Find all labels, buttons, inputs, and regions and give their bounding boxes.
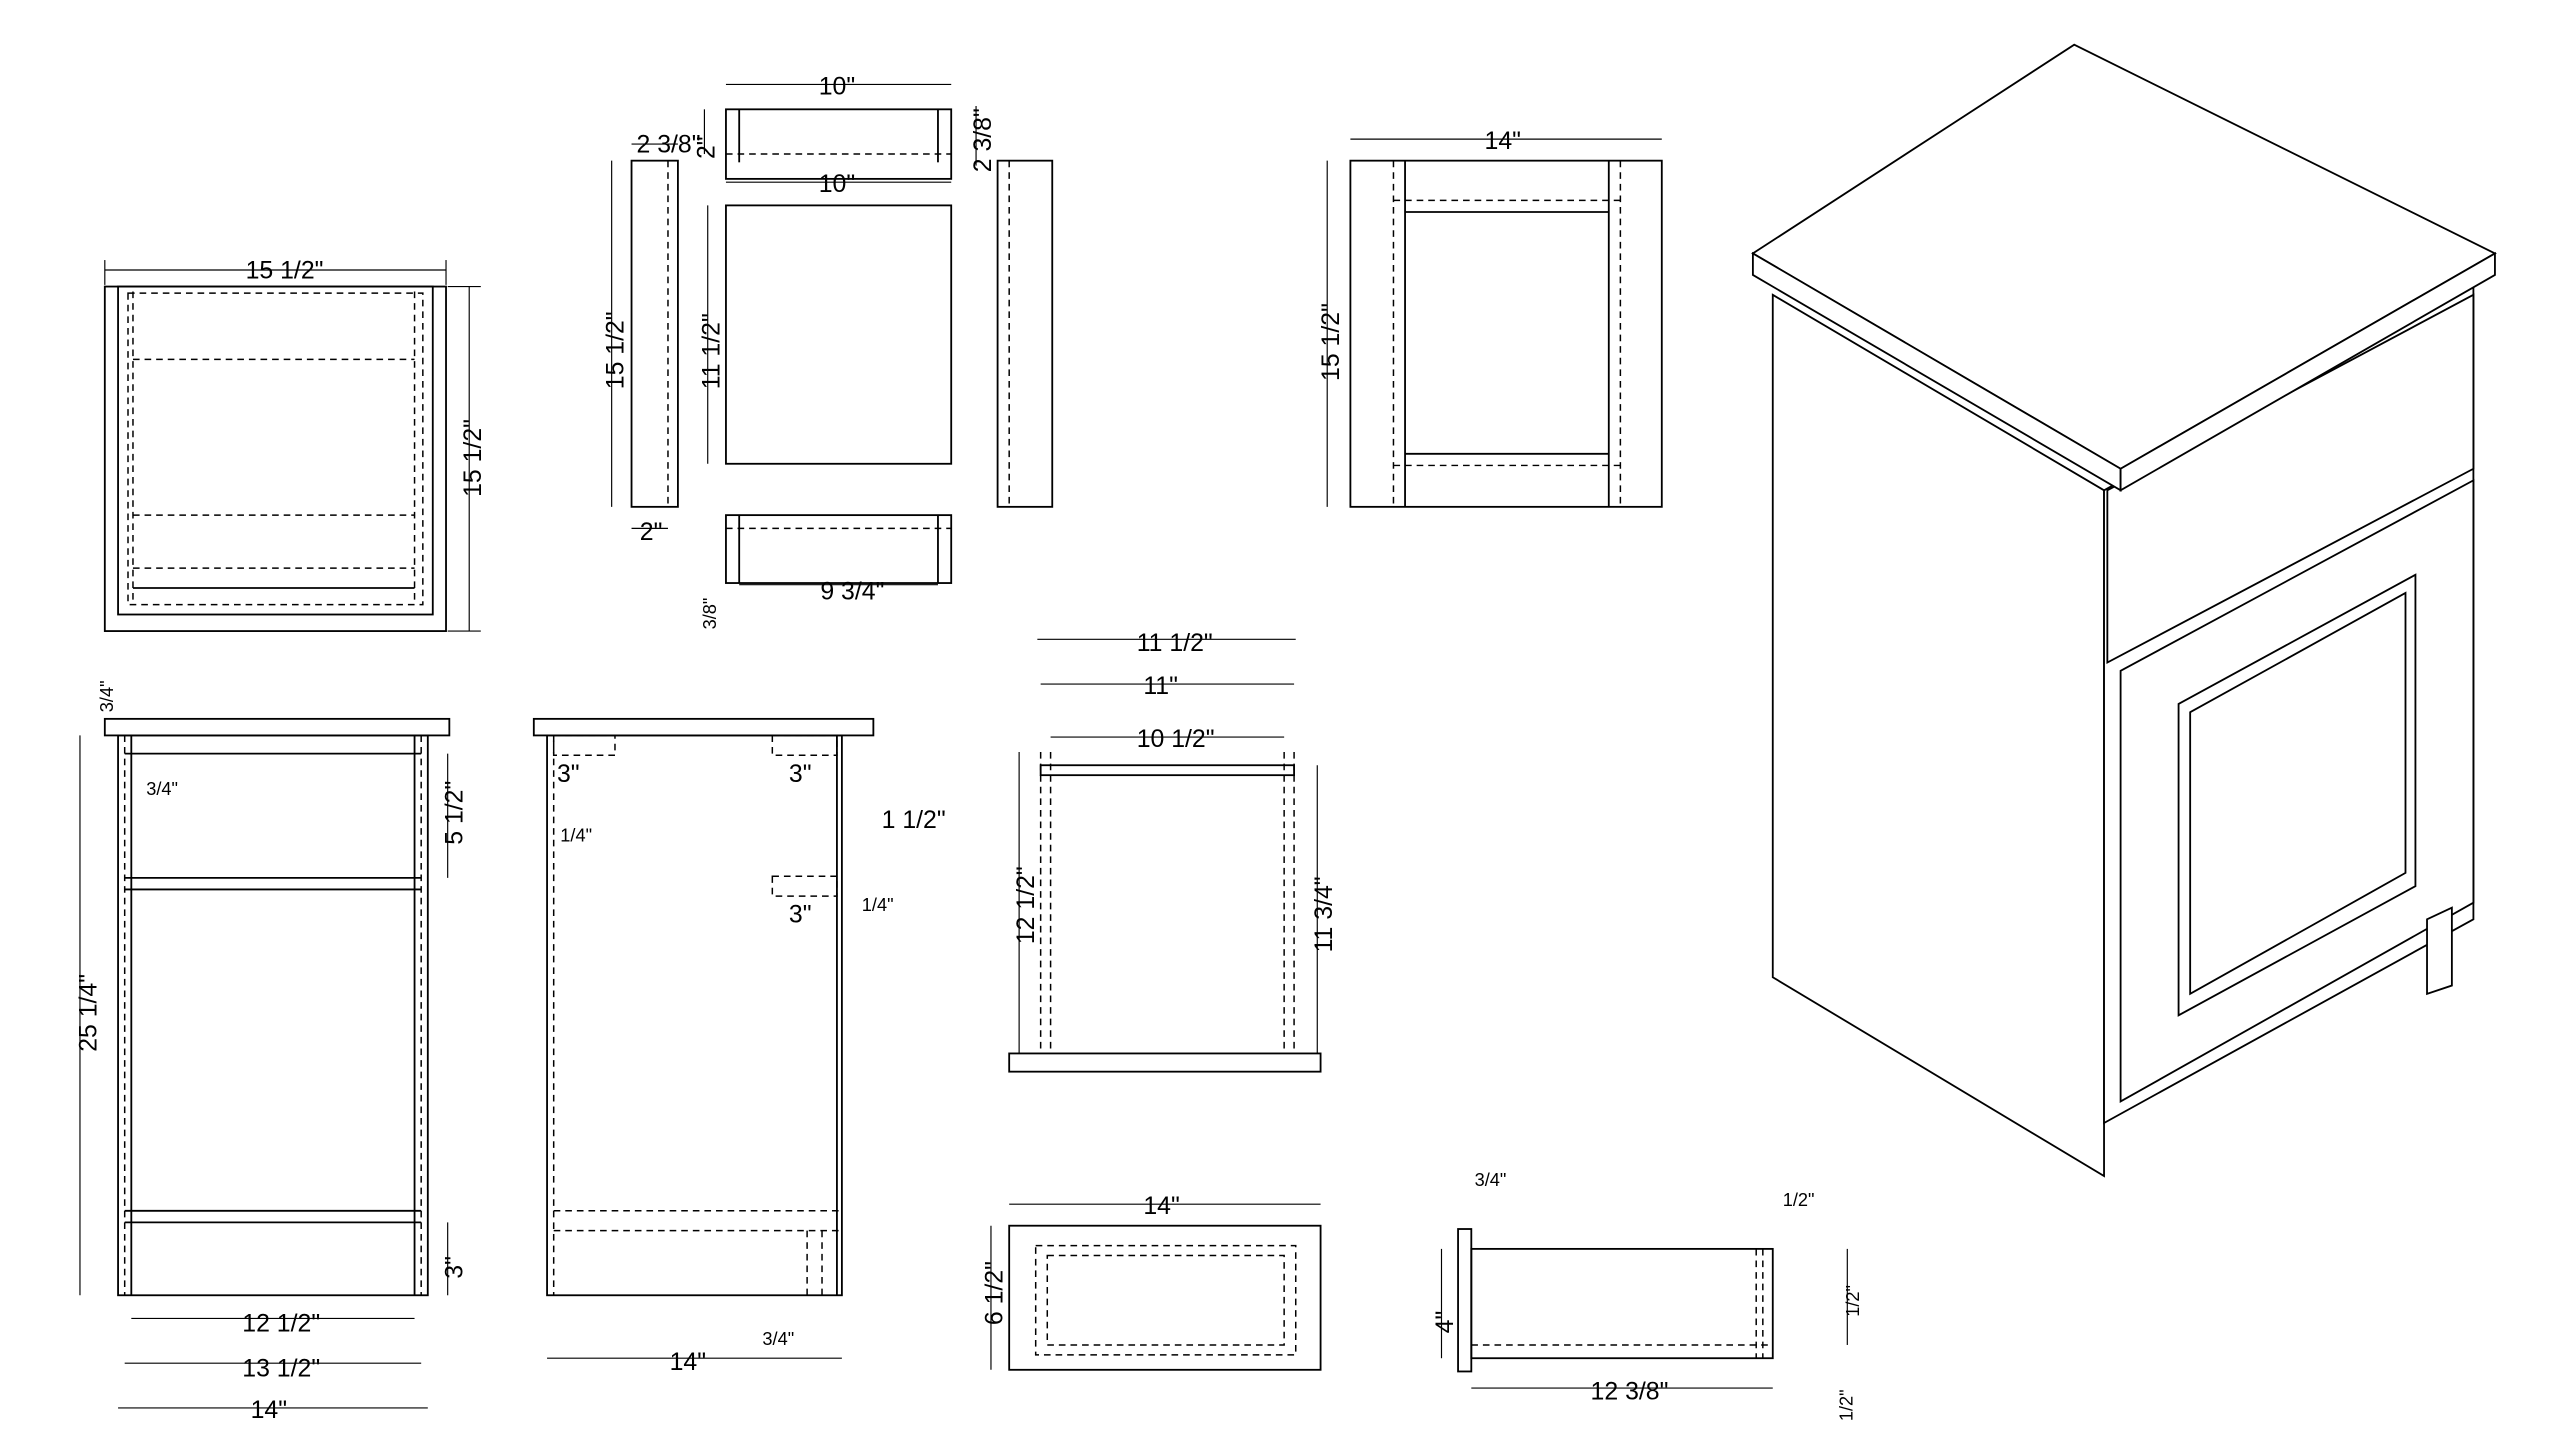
door-parts-view: 2 3/8" 15 1/2" 2" 10" 2" 2 3/8" 10" 11 1… xyxy=(602,73,1054,630)
dim-leg: 3/4" xyxy=(762,1329,794,1349)
dim-door-width: 14" xyxy=(1485,128,1521,155)
door-assembly-view: 14" 15 1/2" xyxy=(1318,128,1663,508)
dim-toe-kick: 3" xyxy=(442,1256,469,1279)
drawer-side-view: 3/4" 1/2" 4" 12 3/8" 1/2" 1/2" xyxy=(1432,1170,1863,1421)
carcass-side-view: 3" 3" 3" 1/4" 1/4" 1 1/2" 3/4" 14" xyxy=(532,717,946,1376)
dim-height-left: 12 1/2" xyxy=(1013,866,1040,944)
dim-drawer-opening: 5 1/2" xyxy=(442,781,469,845)
drawer-box-view: 11 1/2" 11" 10 1/2" 12 1/2" 11 3/4" xyxy=(1008,630,1338,1073)
carcass-front-view: 3/4" 3/4" 25 1/4" 5 1/2" 3" 12 1/2" 13 1… xyxy=(76,680,469,1423)
dim-top-thickness: 3/4" xyxy=(97,680,117,712)
drawer-front-back-view: 15 1/2" 15 1/2" xyxy=(103,257,487,632)
dim-bottom-rail-length: 9 3/4" xyxy=(820,579,884,606)
dim-door-height: 15 1/2" xyxy=(1318,303,1345,381)
dim-bottom-rail-offset: 3/8" xyxy=(700,598,720,630)
dim-top-rail-right: 2 3/8" xyxy=(970,108,997,172)
dim-front-thickness: 3/4" xyxy=(1475,1170,1507,1190)
dim-back-thickness: 1/2" xyxy=(1783,1190,1815,1210)
dim-side-length: 12 3/8" xyxy=(1591,1379,1669,1406)
dim-bottom-groove: 1/2" xyxy=(1843,1285,1863,1317)
dim-bottom-thickness: 1/2" xyxy=(1836,1389,1856,1421)
dim-stile-height: 15 1/2" xyxy=(602,311,629,389)
dim-rail-top-left: 3" xyxy=(557,761,580,788)
dim-height-right: 11 3/4" xyxy=(1311,876,1338,952)
dim-overall-height: 25 1/4" xyxy=(76,974,103,1052)
dim-inner-width: 12 1/2" xyxy=(242,1311,320,1338)
dim-back-groove-mid: 1/4" xyxy=(862,895,894,915)
dim-face-width: 14" xyxy=(1143,1193,1179,1220)
dim-rail-top-right: 3" xyxy=(789,761,812,788)
dim-height: 15 1/2" xyxy=(460,419,487,497)
drawer-face-view: 14" 6 1/2" xyxy=(982,1193,1322,1371)
dim-overhang: 1 1/2" xyxy=(882,807,946,834)
dim-face-height: 6 1/2" xyxy=(982,1261,1009,1325)
dim-width: 15 1/2" xyxy=(246,257,324,284)
dim-panel-height: 11 1/2" xyxy=(698,313,725,389)
dim-panel-width: 10" xyxy=(819,171,855,198)
dim-stile-tenon: 2" xyxy=(640,519,663,546)
dim-outer-width: 14" xyxy=(251,1397,287,1424)
dim-side-thickness: 3/4" xyxy=(146,779,178,799)
dim-rail-mid: 3" xyxy=(789,902,812,929)
dim-mid-width: 13 1/2" xyxy=(242,1355,320,1382)
dim-side-height: 4" xyxy=(1432,1311,1459,1334)
dim-inner-width: 10 1/2" xyxy=(1137,726,1215,753)
dim-top-rail-length: 10" xyxy=(819,73,855,100)
isometric-cabinet-view xyxy=(1751,43,2497,1178)
dim-depth: 14" xyxy=(670,1349,706,1376)
dim-top-rail-height: 2" xyxy=(693,136,720,159)
dim-stile-width: 2 3/8" xyxy=(637,131,701,158)
dim-outer-width: 11 1/2" xyxy=(1137,630,1213,657)
dim-mid-width: 11" xyxy=(1143,673,1178,700)
dim-back-groove-top: 1/4" xyxy=(560,825,592,845)
